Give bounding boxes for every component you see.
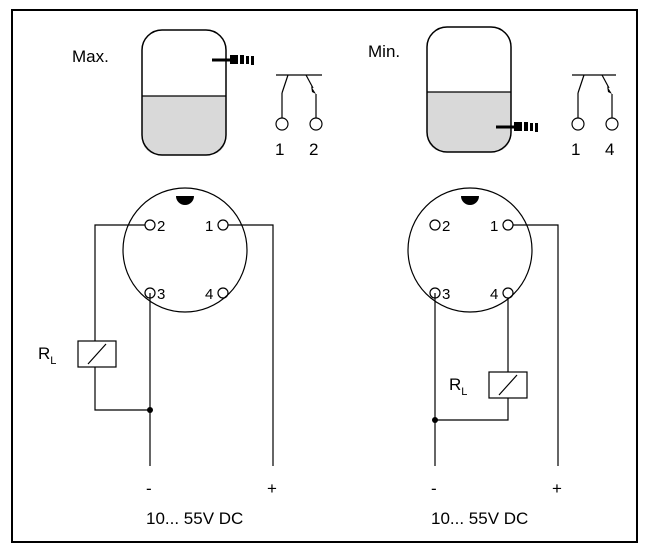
switch-contact-icon-max: [275, 74, 323, 131]
pin-label-3-min: 3: [442, 286, 450, 303]
tank-max: [141, 29, 254, 156]
mode-label-min: Min.: [368, 42, 400, 61]
level-probe-icon-min: [496, 122, 538, 132]
junction-dot-max: [147, 407, 153, 413]
load-label-min: RL: [449, 375, 467, 398]
pin-label-1-max: 1: [205, 218, 213, 235]
panel-min: Min. 1 4: [368, 26, 619, 528]
tank-outline-max: [141, 29, 227, 156]
mode-label-max: Max.: [72, 47, 109, 66]
pin-1-min: [502, 219, 514, 231]
diagram-frame: [11, 9, 638, 543]
pin-2-min: [429, 219, 441, 231]
supply-plus-min: +: [552, 479, 562, 498]
wiring-max: [94, 224, 274, 466]
connector-max: [122, 187, 248, 313]
relay-coil-icon-max: [77, 340, 117, 368]
tank-liquid-max: [142, 96, 226, 155]
supply-label-max: 10... 55V DC: [146, 509, 243, 528]
contact-number-min-a: 1: [571, 140, 580, 159]
pin-4-min: [502, 287, 514, 299]
pin-label-4-max: 4: [205, 286, 213, 303]
connector-key-min: [461, 196, 479, 205]
supply-minus-max: -: [146, 479, 152, 498]
contact-number-max-b: 2: [309, 140, 318, 159]
contact-number-max-a: 1: [275, 140, 284, 159]
tank-outline-min: [426, 26, 512, 153]
pin-1-max: [217, 219, 229, 231]
relay-coil-icon-min: [488, 371, 528, 399]
supply-label-min: 10... 55V DC: [431, 509, 528, 528]
pin-label-3-max: 3: [157, 286, 165, 303]
connector-key-max: [176, 196, 194, 205]
supply-minus-min: -: [431, 479, 437, 498]
load-label-max: RL: [38, 344, 56, 367]
supply-plus-max: +: [267, 479, 277, 498]
connector-outline-max: [122, 187, 248, 313]
pin-label-2-max: 2: [157, 218, 165, 235]
switch-contact-icon-min: [571, 74, 619, 131]
pin-label-2-min: 2: [442, 218, 450, 235]
tank-liquid-min: [427, 92, 511, 152]
pin-label-4-min: 4: [490, 286, 498, 303]
wiring-min: [432, 224, 559, 466]
contact-number-min-b: 4: [605, 140, 614, 159]
connector-min: [407, 187, 533, 313]
connector-outline-min: [407, 187, 533, 313]
tank-min: [426, 26, 538, 153]
pin-2-max: [144, 219, 156, 231]
level-probe-icon-max: [212, 55, 254, 65]
pin-4-max: [217, 287, 229, 299]
pin-label-1-min: 1: [490, 218, 498, 235]
panel-max: Max. 1 2: [38, 29, 323, 528]
